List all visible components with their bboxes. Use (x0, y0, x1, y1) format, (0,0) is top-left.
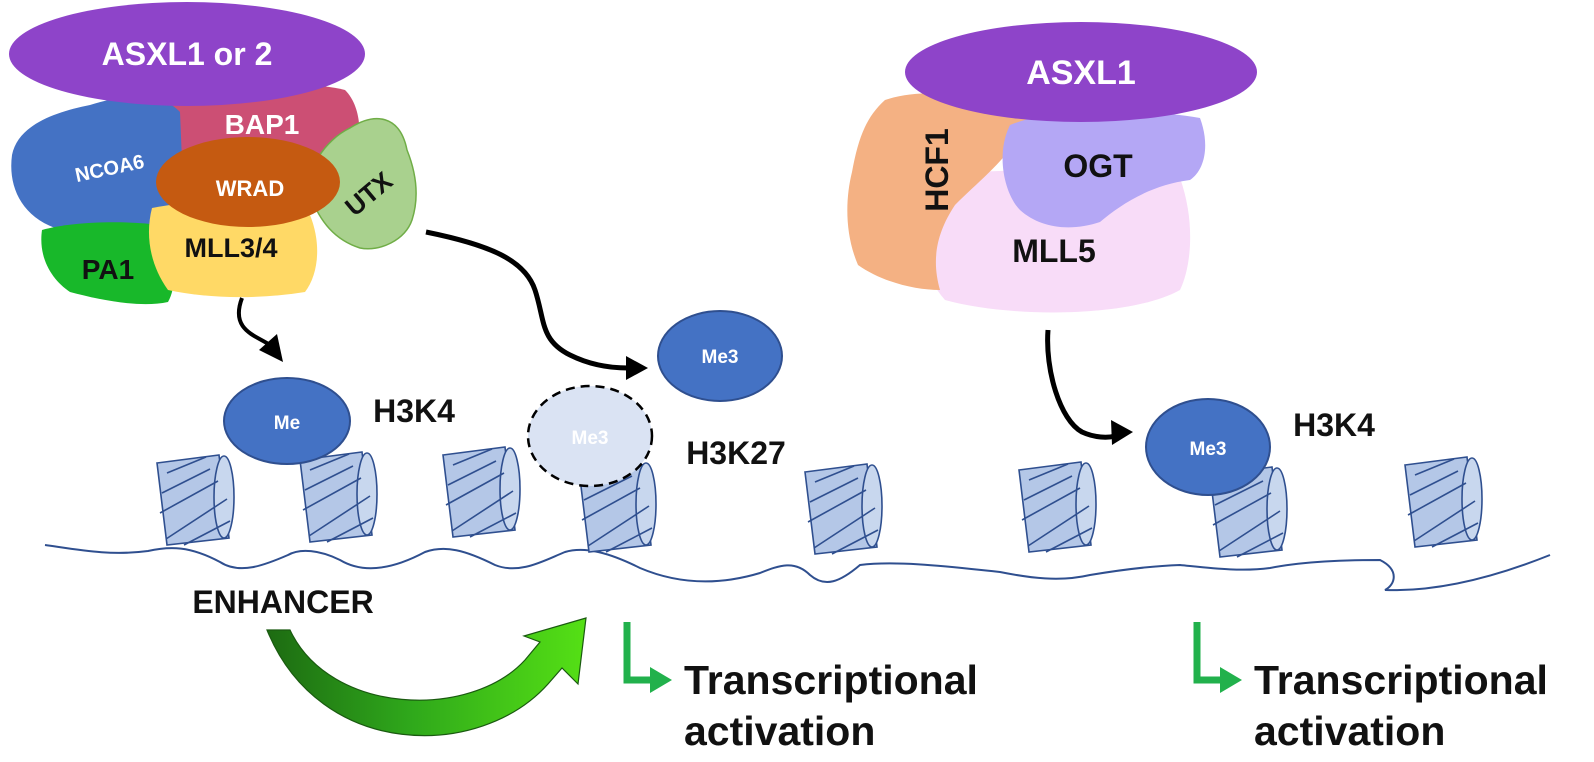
me3-removed-label: Me3 (572, 428, 609, 449)
arrow-to-me3-released-head (626, 356, 648, 380)
asxl1or2-label: ASXL1 or 2 (102, 36, 273, 72)
nucleosome-6 (1018, 461, 1097, 553)
me-mark-label: Me (274, 413, 300, 434)
nucleosome-8 (1404, 456, 1483, 548)
hcf1-label: HCF1 (919, 128, 955, 212)
wrad-shape (156, 137, 340, 227)
enhancer-label: ENHANCER (192, 584, 373, 620)
me3-removed-mark (526, 384, 654, 488)
enhancer-loop-arrow (266, 617, 587, 737)
activation-left-line2: activation (684, 708, 875, 754)
activation-right-line2: activation (1254, 708, 1445, 754)
h3k4-label-right: H3K4 (1293, 407, 1375, 443)
nucleosome-3 (442, 446, 521, 538)
ogt-shape (1002, 110, 1206, 228)
me3-mark-right-label: Me3 (1190, 439, 1227, 460)
arrow-to-me3-right-head (1111, 420, 1133, 445)
me3-released-mark (657, 310, 783, 402)
activation-left-line1: Transcriptional (684, 657, 978, 703)
h3k4-label-left: H3K4 (373, 393, 455, 429)
ncoa6-shape (11, 96, 185, 238)
tss-arrow-right (1193, 622, 1222, 684)
tss-arrow-left (623, 622, 652, 684)
arrow-to-me3-right (1045, 329, 1116, 440)
arrow-to-me3-released (425, 229, 629, 371)
bap1-label: BAP1 (225, 109, 300, 140)
asxl1-shape (905, 22, 1257, 122)
nucleosome-5 (804, 463, 883, 555)
hcf1-shape (847, 93, 1030, 290)
arrow-to-me-head (259, 334, 283, 362)
tss-arrow-left-head (650, 667, 672, 693)
nucleosome-2 (299, 451, 378, 543)
mll5-label: MLL5 (1012, 233, 1096, 269)
asxl1or2-shape (9, 2, 365, 106)
me3-mark-right (1145, 398, 1271, 496)
pa1-shape (41, 222, 174, 305)
dna-strand (44, 544, 1551, 592)
ogt-label: OGT (1063, 148, 1133, 184)
wrad-label: WRAD (216, 176, 284, 201)
right-complex: ASXL1 HCF1 OGT MLL5 (847, 22, 1257, 313)
me3-released-label: Me3 (702, 347, 739, 368)
h3k27-label: H3K27 (686, 435, 786, 471)
asxl1-label: ASXL1 (1026, 54, 1136, 92)
arrow-to-me (236, 297, 272, 347)
mll5-shape (915, 170, 1191, 313)
me-mark (223, 377, 351, 465)
pa1-label: PA1 (82, 254, 134, 285)
tss-arrow-right-head (1220, 667, 1242, 693)
nucleosome-1 (156, 454, 235, 546)
left-complex: ASXL1 or 2 BAP1 NCOA6 WRAD UTX PA1 MLL3/… (9, 2, 417, 305)
mll34-shape (148, 201, 318, 298)
mll34-label: MLL3/4 (184, 233, 277, 263)
activation-right-line1: Transcriptional (1254, 657, 1548, 703)
